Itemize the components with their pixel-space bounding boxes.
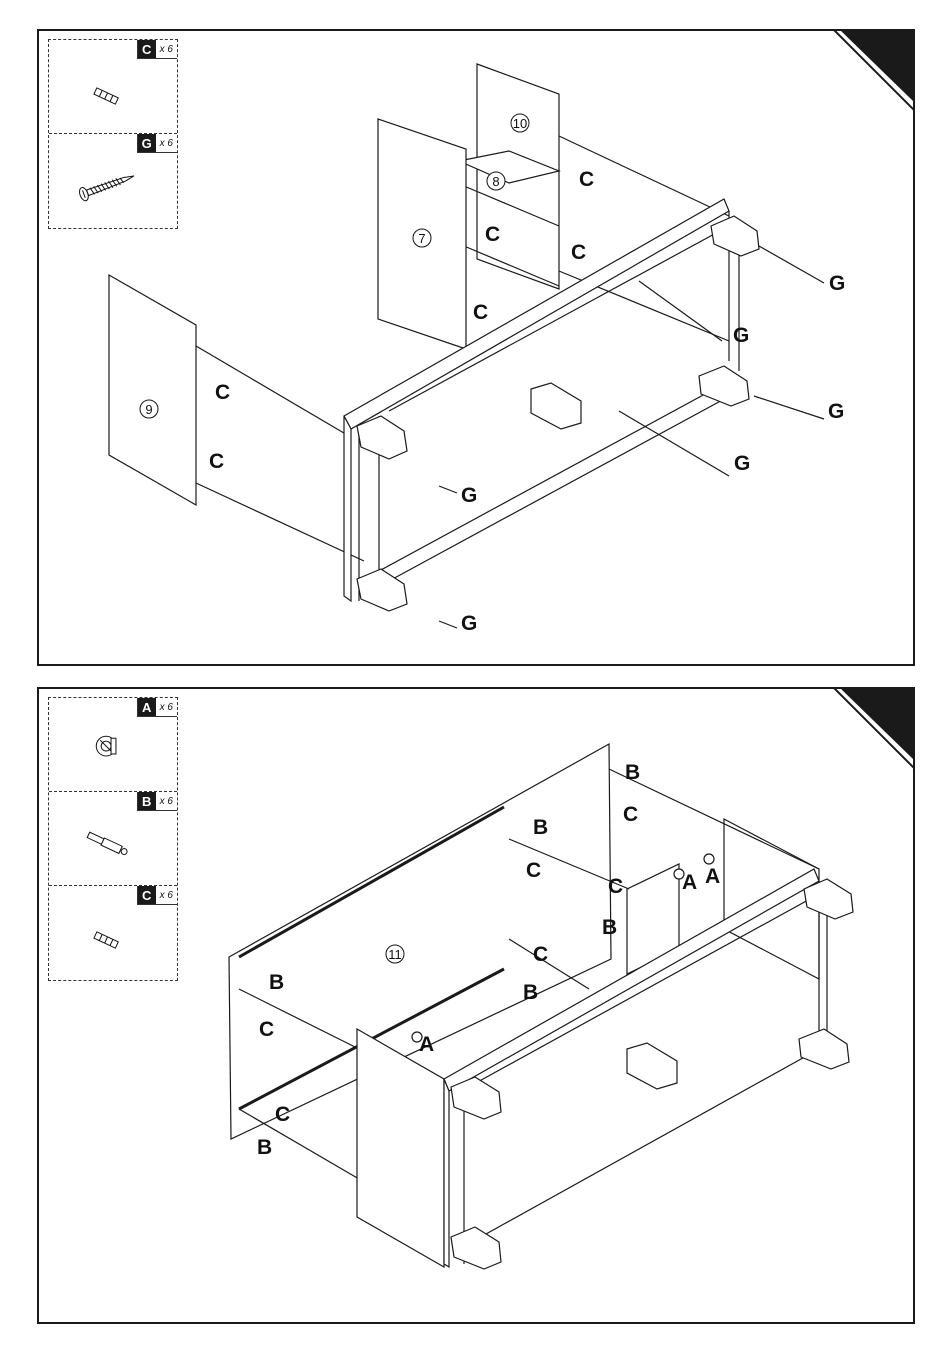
label-g: G xyxy=(461,612,477,635)
label-a: A xyxy=(419,1033,434,1056)
label-c: C xyxy=(215,381,230,404)
assembly-step-2-panel: A x 6 B x 6 xyxy=(37,687,915,1324)
label-c: C xyxy=(209,450,224,473)
label-c: C xyxy=(571,241,586,264)
label-b: B xyxy=(625,761,640,784)
label-b: B xyxy=(523,981,538,1004)
step-1-drawing: 10 8 7 9 C C C C C C G G G G G G xyxy=(39,31,915,666)
label-g: G xyxy=(828,400,844,423)
step-2-drawing: 11 B C B C C B A A C B B C A C B xyxy=(39,689,915,1324)
label-b: B xyxy=(269,971,284,994)
label-g: G xyxy=(734,452,750,475)
label-c: C xyxy=(533,943,548,966)
panel-number-8: 8 xyxy=(492,174,499,189)
label-g: G xyxy=(461,484,477,507)
panel-number-9: 10 xyxy=(513,116,527,131)
panel-number-10: 9 xyxy=(145,402,152,417)
label-b: B xyxy=(533,816,548,839)
label-a: A xyxy=(705,865,720,888)
panel-number-7: 7 xyxy=(418,231,425,246)
label-c: C xyxy=(608,875,623,898)
label-c: C xyxy=(526,859,541,882)
label-c: C xyxy=(473,301,488,324)
label-c: C xyxy=(579,168,594,191)
panel-number-11: 11 xyxy=(388,947,402,962)
label-g: G xyxy=(733,324,749,347)
panel-10 xyxy=(109,275,196,505)
label-b: B xyxy=(257,1136,272,1159)
label-b: B xyxy=(602,916,617,939)
label-c: C xyxy=(275,1103,290,1126)
label-c: C xyxy=(485,223,500,246)
assembly-step-1-panel: C x 6 G x 6 xyxy=(37,29,915,666)
label-a: A xyxy=(682,871,697,894)
label-c: C xyxy=(623,803,638,826)
label-g: G xyxy=(829,272,845,295)
label-c: C xyxy=(259,1018,274,1041)
